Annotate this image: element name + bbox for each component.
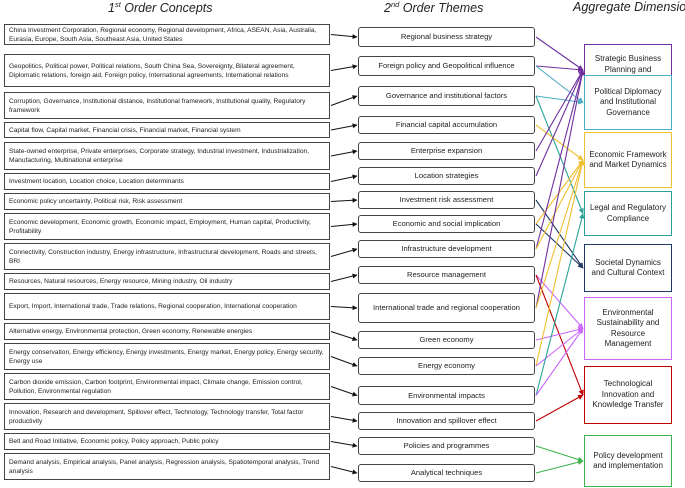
theme-dimension-link	[535, 65, 584, 103]
theme-box: Environmental impacts	[358, 386, 535, 405]
theme-box: Infrastructure development	[358, 240, 535, 258]
theme-box: Economic and social implication	[358, 215, 535, 233]
dimension-box: Legal and Regulatory Compliance	[584, 191, 672, 236]
concept-box: Demand analysis, Empirical analysis, Pan…	[4, 453, 330, 480]
concept-arrow	[330, 197, 358, 203]
dimension-box: Societal Dynamics and Cultural Context	[584, 244, 672, 292]
header-first-order: 1st Order Concepts	[108, 0, 213, 16]
concept-box: Energy conservation, Energy efficiency, …	[4, 343, 330, 370]
theme-box: Innovation and spillover effect	[358, 412, 535, 430]
theme-dimension-link	[535, 65, 584, 73]
concept-arrow	[330, 95, 358, 106]
concept-box: China Investment Corporation, Regional e…	[4, 24, 330, 45]
concept-arrow	[330, 416, 358, 423]
theme-dimension-link	[535, 394, 584, 422]
theme-dimension-link	[535, 159, 584, 250]
theme-dimension-link	[535, 69, 585, 309]
theme-dimension-link	[535, 274, 584, 329]
theme-dimension-link	[535, 124, 584, 161]
theme-dimension-link	[535, 159, 585, 309]
header-aggregate: Aggregate Dimensions	[573, 0, 685, 14]
theme-dimension-link	[535, 159, 585, 367]
dimension-box: Economic Framework and Market Dynamics	[584, 132, 672, 188]
concept-arrow	[330, 273, 358, 282]
theme-to-dimension-links	[535, 36, 585, 474]
concept-arrow	[330, 174, 358, 182]
theme-box: Foreign policy and Geopolitical influenc…	[358, 56, 535, 76]
header-second-order: 2nd Order Themes	[384, 0, 484, 16]
concept-box: Belt and Road Initiative, Economic polic…	[4, 433, 330, 450]
concept-arrow	[330, 247, 358, 257]
concept-box: Innovation, Research and development, Sp…	[4, 403, 330, 430]
theme-dimension-link	[535, 327, 584, 341]
dimension-box: Political Diplomacy and Institutional Go…	[584, 75, 672, 130]
theme-box: International trade and regional coopera…	[358, 293, 535, 323]
concept-box: Resources, Natural resources, Energy res…	[4, 273, 330, 290]
concept-arrow	[330, 305, 358, 311]
concept-box: Corruption, Governance, Institutional di…	[4, 92, 330, 119]
theme-dimension-link	[535, 69, 585, 250]
dimension-box: Environmental Sustainability and Resourc…	[584, 297, 672, 360]
concept-box: Connectivity, Construction industry, Ene…	[4, 243, 330, 270]
concept-box: Investment location, Location choice, Lo…	[4, 173, 330, 190]
theme-dimension-link	[535, 69, 584, 177]
concept-box: Alternative energy, Environmental protec…	[4, 323, 330, 340]
theme-dimension-link	[535, 459, 584, 474]
concept-arrow	[330, 386, 358, 397]
theme-box: Green economy	[358, 331, 535, 349]
theme-dimension-link	[535, 36, 584, 71]
theme-dimension-link	[535, 328, 584, 367]
theme-box: Financial capital accumulation	[358, 116, 535, 134]
concept-arrow	[330, 123, 358, 131]
concept-box: Export, Import, International trade, Tra…	[4, 293, 330, 320]
theme-box: Governance and institutional factors	[358, 86, 535, 106]
concept-to-theme-arrows	[330, 34, 358, 475]
dimension-box: Technological Innovation and Knowledge T…	[584, 366, 672, 424]
concept-box: State-owned enterprise, Private enterpri…	[4, 142, 330, 170]
theme-box: Regional business strategy	[358, 27, 535, 47]
theme-dimension-link	[535, 212, 585, 396]
concept-arrow	[330, 149, 358, 157]
concept-arrow	[330, 64, 358, 71]
concept-box: Geopolitics, Political power, Political …	[4, 54, 330, 87]
theme-dimension-link	[535, 328, 584, 396]
concept-arrow	[330, 331, 358, 341]
concept-box: Economic development, Economic growth, E…	[4, 213, 330, 240]
theme-box: Location strategies	[358, 167, 535, 185]
theme-box: Policies and programmes	[358, 437, 535, 455]
concept-box: Capital flow, Capital market, Financial …	[4, 122, 330, 138]
concept-box: Carbon dioxide emission, Carbon footprin…	[4, 373, 330, 400]
concept-box: Economic policy uncertainty, Political r…	[4, 193, 330, 210]
theme-dimension-link	[535, 445, 584, 463]
theme-box: Resource management	[358, 266, 535, 284]
theme-dimension-link	[535, 69, 584, 152]
concept-arrow	[330, 441, 358, 448]
theme-dimension-link	[535, 274, 584, 396]
theme-box: Energy economy	[358, 357, 535, 375]
theme-dimension-link	[535, 223, 584, 269]
concept-arrow	[330, 221, 358, 227]
theme-box: Analytical techniques	[358, 464, 535, 482]
dimension-box: Policy development and implementation	[584, 435, 672, 487]
theme-box: Investment risk assessment	[358, 191, 535, 209]
concept-arrow	[330, 466, 358, 475]
theme-box: Enterprise expansion	[358, 142, 535, 160]
concept-arrow	[330, 34, 358, 40]
theme-dimension-link	[535, 159, 584, 225]
concept-arrow	[330, 356, 358, 367]
